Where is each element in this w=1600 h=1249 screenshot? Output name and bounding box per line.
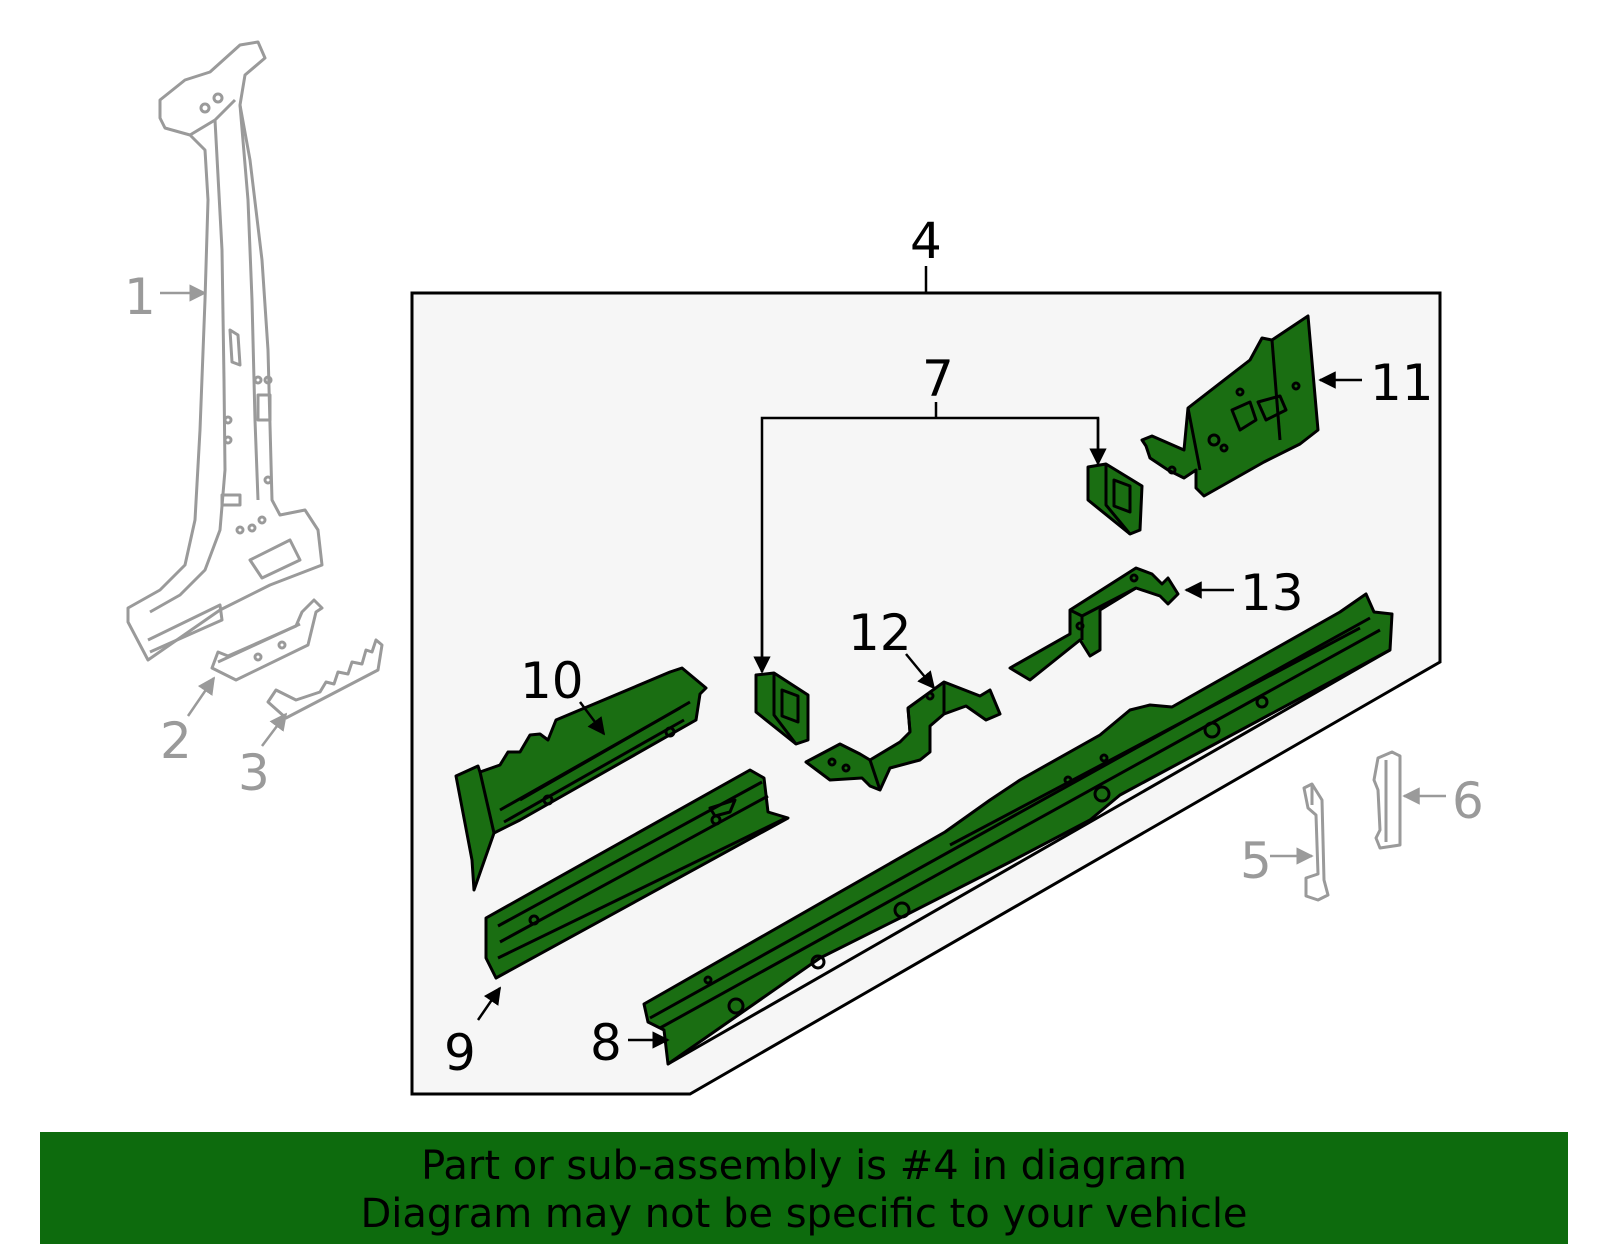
leader-10	[579, 701, 606, 736]
part-5-bracket[interactable]	[1302, 782, 1330, 902]
part-8-sill[interactable]	[642, 592, 1394, 1066]
callout-3: 3	[238, 744, 270, 802]
leader-3	[261, 712, 288, 747]
callout-6: 6	[1452, 772, 1484, 830]
leader-9	[476, 986, 502, 1021]
leader-2	[186, 676, 216, 717]
callout-2: 2	[160, 712, 192, 770]
banner-line-1: Part or sub-assembly is #4 in diagram	[421, 1143, 1187, 1189]
callout-11: 11	[1370, 354, 1434, 412]
part-12-bracket[interactable]	[804, 680, 1002, 792]
callout-8: 8	[590, 1014, 622, 1072]
callout-labels: 1 2 3 4 5 6 7 8 9 10 11 12 13	[124, 212, 1484, 1082]
leader-lines	[160, 266, 1446, 1049]
part-10-panel[interactable]	[454, 666, 708, 892]
callout-10: 10	[520, 652, 584, 710]
part-9-rocker[interactable]	[484, 768, 790, 980]
part-2-bracket[interactable]	[210, 598, 324, 682]
callout-7: 7	[922, 350, 954, 408]
info-banner: Part or sub-assembly is #4 in diagram Di…	[40, 1132, 1568, 1244]
part-6-bracket[interactable]	[1372, 750, 1402, 850]
callout-9: 9	[444, 1024, 476, 1082]
callout-12: 12	[848, 604, 912, 662]
part-3-strip[interactable]	[266, 638, 384, 720]
callout-1: 1	[124, 268, 156, 326]
callout-5: 5	[1240, 832, 1272, 890]
part-7-plate-left[interactable]	[754, 671, 810, 746]
callout-13: 13	[1240, 564, 1304, 622]
part-11-panel[interactable]	[1140, 314, 1320, 498]
leader-12	[905, 653, 936, 690]
callout-4: 4	[910, 212, 942, 270]
part-1-pillar[interactable]	[126, 40, 324, 662]
banner-line-2: Diagram may not be specific to your vehi…	[360, 1191, 1248, 1237]
part-13-bracket[interactable]	[1008, 566, 1180, 682]
